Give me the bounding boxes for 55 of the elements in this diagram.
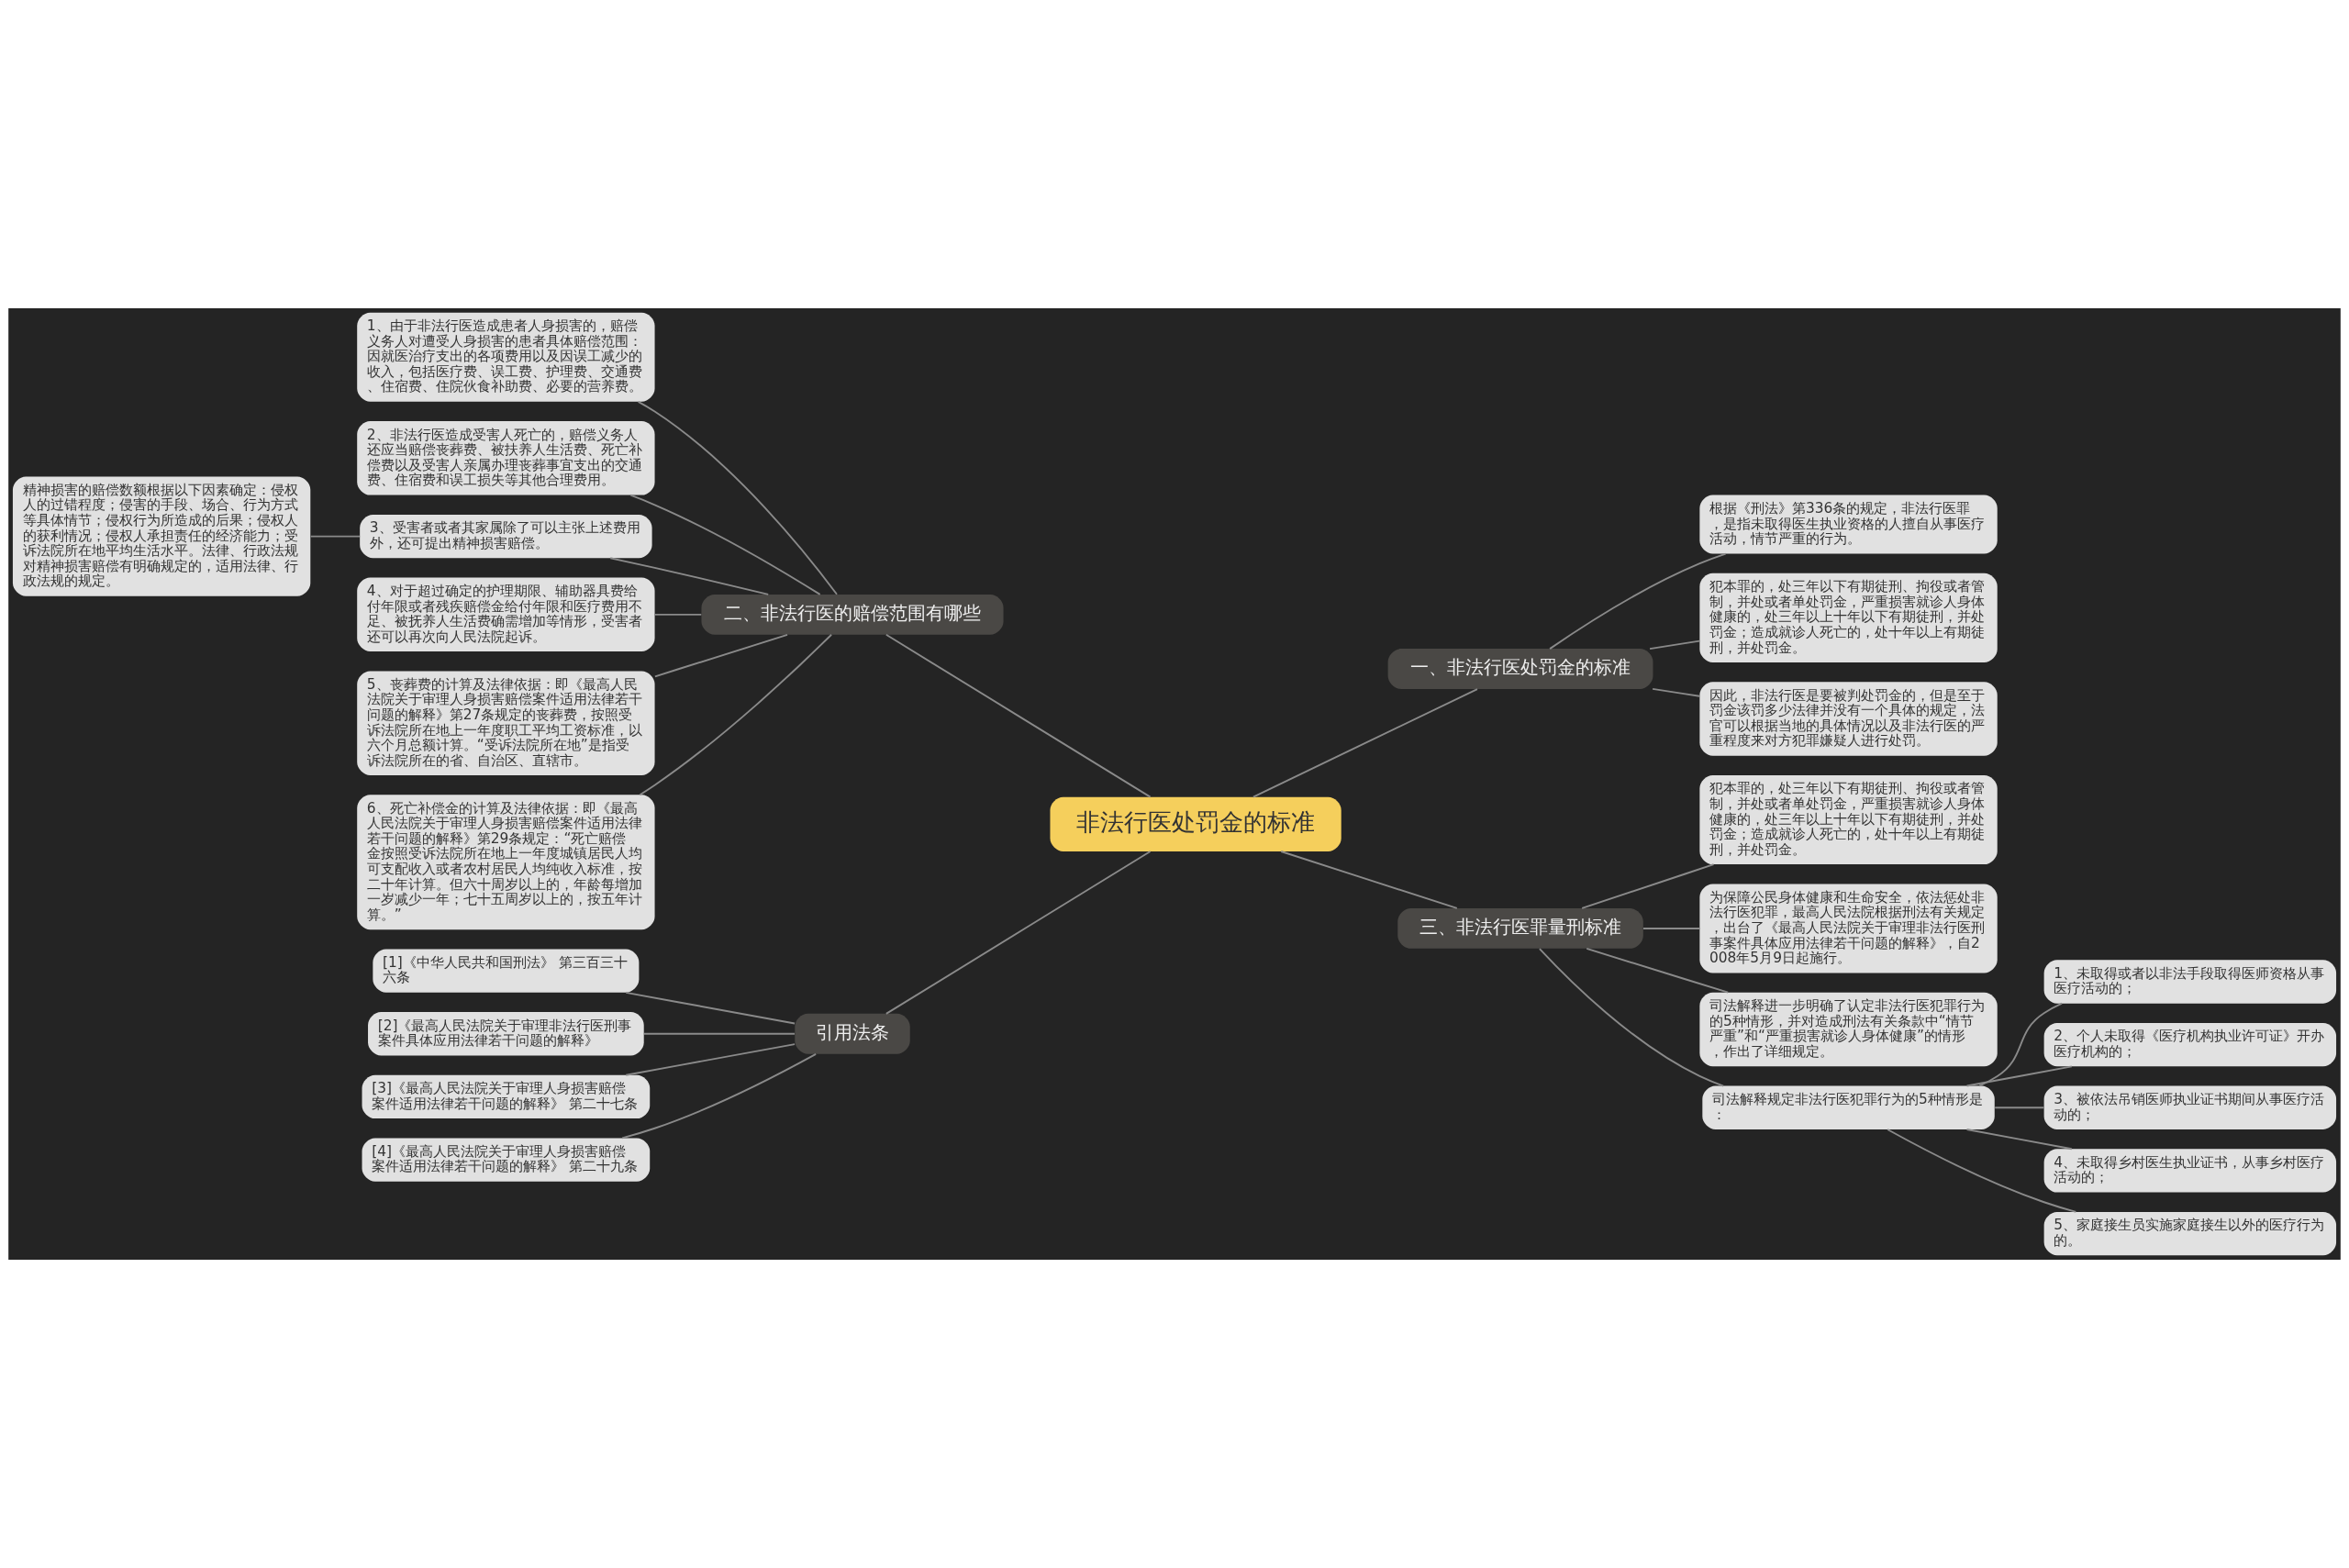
node-box: 3、被依法吊销医师执业证书期间从事医疗活动的；: [2043, 1085, 2337, 1129]
node-box: 一、非法行医处罚金的标准: [1387, 649, 1653, 689]
node-box: 为保障公民身体健康和生命安全，依法惩处非法行医犯罪，最高人民法院根据刑法有关规定，出台了《最高人民法院关于审理非法行医刑事案件具体应用法律若干问题的解释》，自2008年5月9日起施行。: [1699, 884, 1998, 973]
node-box: 1、由于非法行医造成患者人身损害的，赔偿义务人对遭受人身损害的患者具体赔偿范围：因就医治疗支出的各项费用以及因误工减少的收入，包括医疗费、误工费、护理费、交通费、住宿费、住院伙食补助费、必要的营养费。: [357, 312, 655, 402]
node-box: 因此，非法行医是要被判处罚金的，但是至于罚金该罚多少法律并没有一个具体的规定，法官可以根据当地的具体情况以及非法行医的严重程度来对方犯罪嫌疑人进行处罚。: [1699, 682, 1998, 756]
connector: [1965, 1129, 2073, 1151]
node-box: 3、受害者或者其家属除了可以主张上述费用外，还可提出精神损害赔偿。: [360, 514, 652, 559]
connector: [1994, 1106, 2045, 1109]
node-box: [4]《最高人民法院关于审理人身损害赔偿案件适用法律若干问题的解释》 第二十九条: [362, 1138, 651, 1182]
connector: [1538, 948, 1725, 1087]
node-box: 5、家庭接生员实施家庭接生以外的医疗行为的。: [2043, 1211, 2337, 1256]
connector: [1549, 552, 1727, 651]
connector: [629, 494, 821, 595]
connector: [653, 613, 703, 616]
node-box: 司法解释进一步明确了认定非法行医犯罪行为的5种情形，并对造成刑法有关条款中“情节严重”和“严重损害就诊人身体健康”的情形，作出了详细规定。: [1699, 992, 1998, 1067]
connector: [309, 535, 362, 538]
node-box: 犯本罪的，处三年以下有期徒刑、拘役或者管制，并处或者单处罚金，严重损害就诊人身体健康的，处三年以上十年以下有期徒刑，并处罚金；造成就诊人死亡的，处十年以上有期徒刑，并处罚金。: [1699, 573, 1998, 662]
connector: [1887, 1129, 2077, 1213]
connector: [643, 1032, 796, 1035]
connector: [1252, 688, 1478, 798]
node-box: 1、未取得或者以非法手段取得医师资格从事医疗活动的；: [2043, 960, 2337, 1004]
connector: [1649, 639, 1701, 651]
node-box: [2]《最高人民法院关于审理非法行医刑事案件具体应用法律若干问题的解释》: [368, 1012, 644, 1056]
connector: [1586, 948, 1730, 994]
connector: [625, 1043, 796, 1076]
connector: [1652, 688, 1701, 697]
connector: [653, 633, 788, 678]
connector: [639, 633, 833, 796]
node-box: 4、未取得乡村医生执业证书，从事乡村医疗活动的；: [2043, 1149, 2337, 1193]
node-box: 6、死亡补偿金的计算及法律依据：即《最高人民法院关于审理人身损害赔偿案件适用法律若干问题的解释》第29条规定：“死亡赔偿金按照受诉法院所在地上一年度城镇居民人均可支配收入或者农村居民人均纯收入标准，按二十年计算。但六十周岁以上的，年龄每增加一岁减少一年；七十五周岁以上的，按五年计算。”: [357, 795, 655, 930]
connector: [885, 633, 1152, 798]
connector: [609, 557, 770, 595]
node-box: 司法解释规定非法行医犯罪行为的5种情形是：: [1702, 1085, 1995, 1129]
node-box: [3]《最高人民法院关于审理人身损害赔偿案件适用法律若干问题的解释》 第二十七条: [362, 1074, 651, 1119]
connector: [621, 1052, 818, 1140]
node-box: 5、丧葬费的计算及法律依据：即《最高人民法院关于审理人身损害赔偿案件适用法律若干问题的解释》第27条规定的丧葬费，按照受诉法院所在地上一年度职工平均工资标准，以六个月总额计算。“受诉法院所在地”是指受诉法院所在的省、自治区、直辖市。: [357, 671, 655, 776]
connector: [1978, 1002, 2063, 1087]
connector: [1581, 863, 1715, 909]
node-box: 2、非法行医造成受害人死亡的，赔偿义务人还应当赔偿丧葬费、被扶养人生活费、死亡补偿费以及受害人亲属办理丧葬事宜支出的交通费、住宿费和误工损失等其他合理费用。: [357, 421, 655, 495]
node-box: [1]《中华人民共和国刑法》 第三百三十六条: [373, 949, 640, 993]
node-box: 引用法条: [795, 1013, 910, 1054]
connector: [885, 851, 1152, 1015]
node-box: 三、非法行医罪量刑标准: [1397, 908, 1643, 949]
node-box: 4、对于超过确定的护理期限、辅助器具费给付年限或者残疾赔偿金给付年限和医疗费用不足、被抚养人生活费确需增加等情形，受害者还可以再次向人民法院起诉。: [357, 577, 655, 652]
connector: [1642, 928, 1701, 929]
node-box: 非法行医处罚金的标准: [1050, 796, 1341, 851]
connector: [625, 991, 796, 1025]
connector: [1965, 1065, 2073, 1087]
node-box: 犯本罪的，处三年以下有期徒刑、拘役或者管制，并处或者单处罚金，严重损害就诊人身体健康的，处三年以上十年以下有期徒刑，并处罚金；造成就诊人死亡的，处十年以上有期徒刑，并处罚金。: [1699, 775, 1998, 865]
node-box: 根据《刑法》第336条的规定，非法行医罪，是指未取得医生执业资格的人擅自从事医疗活动，情节严重的行为。: [1699, 495, 1998, 554]
connector: [1280, 851, 1458, 909]
node-box: 二、非法行医的赔偿范围有哪些: [701, 594, 1004, 635]
node-box: 2、个人未取得《医疗机构执业许可证》开办医疗机构的；: [2043, 1022, 2337, 1067]
node-box: 精神损害的赔偿数额根据以下因素确定：侵权人的过错程度；侵害的手段、场合、行为方式等具体情节；侵权行为所造成的后果；侵权人的获利情况；侵权人承担责任的经济能力；受诉法院所在地平均生活水平。法律、行政法规对精神损害赔偿有明确规定的，适用法律、行政法规的规定。: [12, 476, 311, 596]
connector: [637, 400, 838, 595]
